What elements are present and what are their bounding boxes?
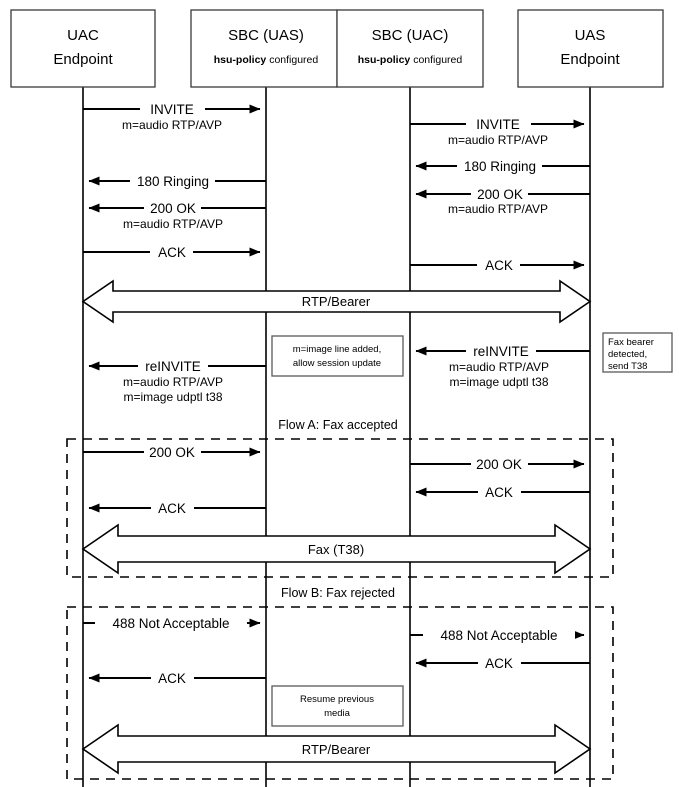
bearer-b2-label: Fax (T38) (308, 542, 364, 557)
message-m3-label: 180 Ringing (464, 159, 536, 174)
note-n3-line1: Resume previous (300, 694, 374, 705)
message-m10[interactable]: reINVITE m=audio RTP/AVP m=image udptl t… (88, 357, 266, 404)
message-m11[interactable]: 200 OK (83, 443, 261, 460)
lifeline-subtitle-uac: Endpoint (53, 51, 113, 68)
message-m15[interactable]: 488 Not Acceptable (83, 614, 261, 631)
bearer-arrow-b1: RTP/Bearer (81, 279, 592, 324)
message-m9-label: reINVITE (473, 344, 529, 359)
message-m2-sub1: m=audio RTP/AVP (448, 133, 548, 147)
message-m8[interactable]: ACK (410, 256, 585, 273)
message-m4-label: 180 Ringing (137, 174, 209, 189)
message-m18-label: ACK (158, 671, 186, 686)
message-m17[interactable]: ACK (415, 654, 590, 671)
message-m18[interactable]: ACK (88, 669, 266, 686)
message-m10-sub1: m=audio RTP/AVP (123, 375, 223, 389)
flow-group-b: Flow B: Fax rejected (66, 586, 614, 780)
message-m16[interactable]: 488 Not Acceptable (410, 626, 585, 643)
note-n1-line1: m=image line added, (293, 344, 381, 355)
policy-state-sbc-uas: configured (266, 54, 318, 66)
message-m13[interactable]: ACK (415, 483, 590, 500)
note-box-resume-previous-media: Resume previous media (271, 685, 404, 727)
flow-a-label: Flow A: Fax accepted (278, 418, 398, 432)
lifeline-lines (82, 87, 591, 787)
lifeline-subtitle-uas: Endpoint (560, 51, 620, 68)
message-m11-label: 200 OK (149, 445, 195, 460)
bearer-b3-label: RTP/Bearer (302, 742, 371, 757)
lifeline-title-uac: UAC (67, 27, 99, 44)
message-m10-label: reINVITE (145, 359, 201, 374)
lifeline-title-sbc-uac: SBC (UAC) (372, 27, 449, 44)
message-m13-label: ACK (485, 485, 513, 500)
message-m12-label: 200 OK (476, 457, 522, 472)
message-m1[interactable]: INVITE m=audio RTP/AVP (83, 100, 261, 132)
flow-b-label: Flow B: Fax rejected (281, 586, 395, 600)
message-m17-label: ACK (485, 656, 513, 671)
message-m10-sub2: m=image udptl t38 (123, 390, 222, 404)
message-m1-label: INVITE (150, 102, 194, 117)
policy-state-sbc-uac: configured (410, 54, 462, 66)
message-m3[interactable]: 180 Ringing (415, 157, 590, 174)
message-m5[interactable]: 200 OK m=audio RTP/AVP (415, 185, 590, 216)
message-m9[interactable]: reINVITE m=audio RTP/AVP m=image udptl t… (415, 342, 590, 389)
lifeline-header-sbc-uac[interactable]: SBC (UAC) hsu-policy configured (336, 9, 484, 88)
message-m12[interactable]: 200 OK (410, 455, 585, 472)
lifeline-header-uas[interactable]: UAS Endpoint (517, 9, 664, 88)
message-m6-sub1: m=audio RTP/AVP (123, 217, 223, 231)
lifeline-policy-note-sbc-uac: hsu-policy configured (358, 54, 463, 66)
message-m15-label: 488 Not Acceptable (112, 616, 229, 631)
message-m14[interactable]: ACK (88, 499, 266, 516)
lifeline-title-uas: UAS (575, 27, 606, 44)
message-m4[interactable]: 180 Ringing (88, 172, 266, 189)
message-m6-label: 200 OK (150, 201, 196, 216)
message-m9-sub1: m=audio RTP/AVP (449, 360, 549, 374)
message-m16-label: 488 Not Acceptable (440, 628, 557, 643)
message-m2-label: INVITE (476, 117, 520, 132)
message-m9-sub2: m=image udptl t38 (449, 375, 548, 389)
lifeline-title-sbc-uas: SBC (UAS) (228, 27, 304, 44)
message-m6[interactable]: 200 OK m=audio RTP/AVP (88, 199, 266, 231)
note-box-image-line-added: m=image line added, allow session update (271, 335, 404, 377)
note-n1-line2: allow session update (293, 358, 381, 369)
flow-a-boundary (66, 438, 614, 578)
message-m7[interactable]: ACK (83, 243, 261, 260)
note-n3-line2: media (324, 708, 351, 719)
policy-name-sbc-uas: hsu-policy (214, 54, 267, 66)
policy-name-sbc-uac: hsu-policy (358, 54, 411, 66)
lifeline-header-uac[interactable]: UAC Endpoint (10, 9, 156, 88)
message-m8-label: ACK (485, 258, 513, 273)
message-m7-label: ACK (158, 245, 186, 260)
flow-b-boundary (66, 606, 614, 780)
message-m5-sub1: m=audio RTP/AVP (448, 202, 548, 216)
bearer-b1-label: RTP/Bearer (302, 294, 371, 309)
bearer-arrow-b2: Fax (T38) (81, 523, 592, 575)
bearer-arrow-b3: RTP/Bearer (81, 723, 592, 775)
flow-group-a: Flow A: Fax accepted (66, 418, 614, 578)
note-n2-line1: Fax bearer (608, 337, 654, 348)
message-m5-label: 200 OK (477, 187, 523, 202)
note-n2-line3: send T38 (608, 361, 647, 372)
message-m14-label: ACK (158, 501, 186, 516)
note-n2-line2: detected, (608, 349, 647, 360)
message-m2[interactable]: INVITE m=audio RTP/AVP (410, 115, 585, 147)
message-m1-sub1: m=audio RTP/AVP (122, 118, 222, 132)
note-box-fax-bearer-detected: Fax bearer detected, send T38 (602, 332, 673, 373)
lifeline-header-sbc-uas[interactable]: SBC (UAS) hsu-policy configured (190, 9, 338, 88)
lifeline-policy-note-sbc-uas: hsu-policy configured (214, 54, 319, 66)
